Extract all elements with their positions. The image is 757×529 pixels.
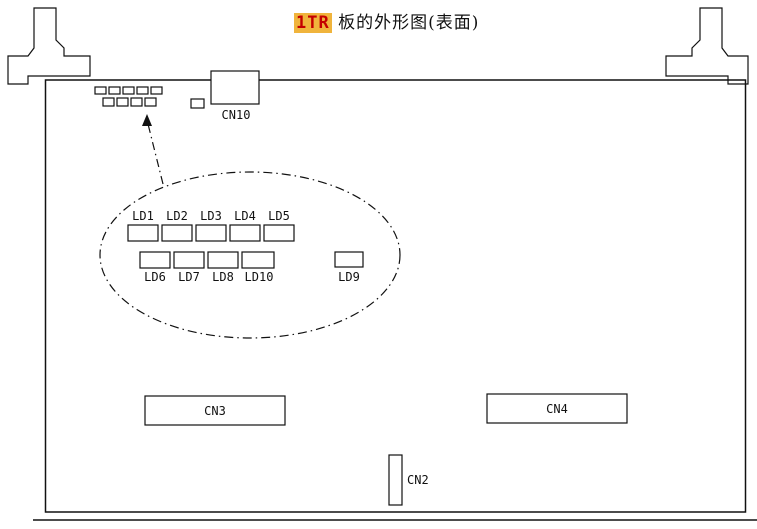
- led-chip: [130, 97, 143, 107]
- ld4-label: LD4: [234, 209, 256, 223]
- ld9-pad: [334, 251, 364, 268]
- right-ejector-handle: [665, 7, 749, 85]
- ld2-label: LD2: [166, 209, 188, 223]
- led-chip: [144, 97, 157, 107]
- led-chip: [136, 86, 149, 95]
- board-outline: [44, 79, 747, 513]
- left-ejector-handle: [7, 7, 91, 85]
- cn10-label: CN10: [222, 108, 251, 122]
- led-chip: [102, 97, 115, 107]
- ld10-label: LD10: [245, 270, 274, 284]
- cn4-connector: [486, 393, 628, 424]
- led-chip: [116, 97, 129, 107]
- callout-arrow: [147, 123, 164, 185]
- cn2-connector: [388, 454, 403, 506]
- title-text: 板的外形图(表面): [331, 13, 480, 33]
- ld1-label: LD1: [132, 209, 154, 223]
- ld1-pad: [127, 224, 159, 242]
- ld5-pad: [263, 224, 295, 242]
- cn2-label: CN2: [407, 473, 429, 487]
- led-chip: [108, 86, 121, 95]
- callout-arrowhead: [142, 114, 152, 126]
- small-component: [190, 98, 205, 109]
- cn3-connector: [144, 395, 286, 426]
- ld2-pad: [161, 224, 193, 242]
- ld8-label: LD8: [212, 270, 234, 284]
- ld4-pad: [229, 224, 261, 242]
- led-chip: [94, 86, 107, 95]
- ld10-pad: [241, 251, 275, 269]
- cn10-connector: [210, 70, 260, 105]
- callout-ellipse: [99, 171, 401, 339]
- ld6-label: LD6: [144, 270, 166, 284]
- led-cluster: [94, 86, 163, 107]
- ld6-pad: [139, 251, 171, 269]
- title-highlight: 1TR: [294, 13, 332, 33]
- ld7-label: LD7: [178, 270, 200, 284]
- ld5-label: LD5: [268, 209, 290, 223]
- ld8-pad: [207, 251, 239, 269]
- ld9-label: LD9: [338, 270, 360, 284]
- led-chip: [122, 86, 135, 95]
- ld7-pad: [173, 251, 205, 269]
- led-chip: [150, 86, 163, 95]
- cn4-label: CN4: [546, 402, 568, 416]
- cn3-label: CN3: [204, 404, 226, 418]
- page-title: 1TR 板的外形图(表面): [294, 8, 479, 33]
- ld3-pad: [195, 224, 227, 242]
- ld3-label: LD3: [200, 209, 222, 223]
